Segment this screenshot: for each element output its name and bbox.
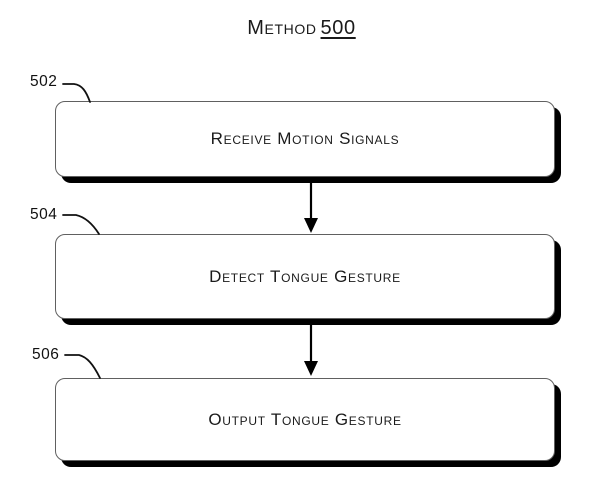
figure-title-label: Method: [247, 17, 317, 39]
flow-step-detect-tongue-gesture: Detect Tongue Gesture: [55, 234, 555, 319]
leader-line-506: [64, 354, 101, 379]
figure-title-number: 500: [320, 17, 356, 39]
flow-step-label: Detect Tongue Gesture: [209, 266, 401, 286]
flow-step-label: Receive Motion Signals: [210, 129, 400, 148]
arrow-down-icon: [304, 177, 318, 233]
ref-label-504: 504: [30, 206, 58, 223]
flow-step-label: Output Tongue Gesture: [208, 409, 402, 429]
leader-line-502: [62, 83, 91, 103]
flow-step-receive-motion-signals: Receive Motion Signals: [55, 101, 555, 177]
ref-label-502: 502: [30, 73, 58, 90]
arrow-down-icon: [304, 319, 318, 376]
flow-step-output-tongue-gesture: Output Tongue Gesture: [55, 378, 555, 461]
leader-line-504: [62, 214, 100, 235]
ref-label-506: 506: [32, 346, 60, 363]
